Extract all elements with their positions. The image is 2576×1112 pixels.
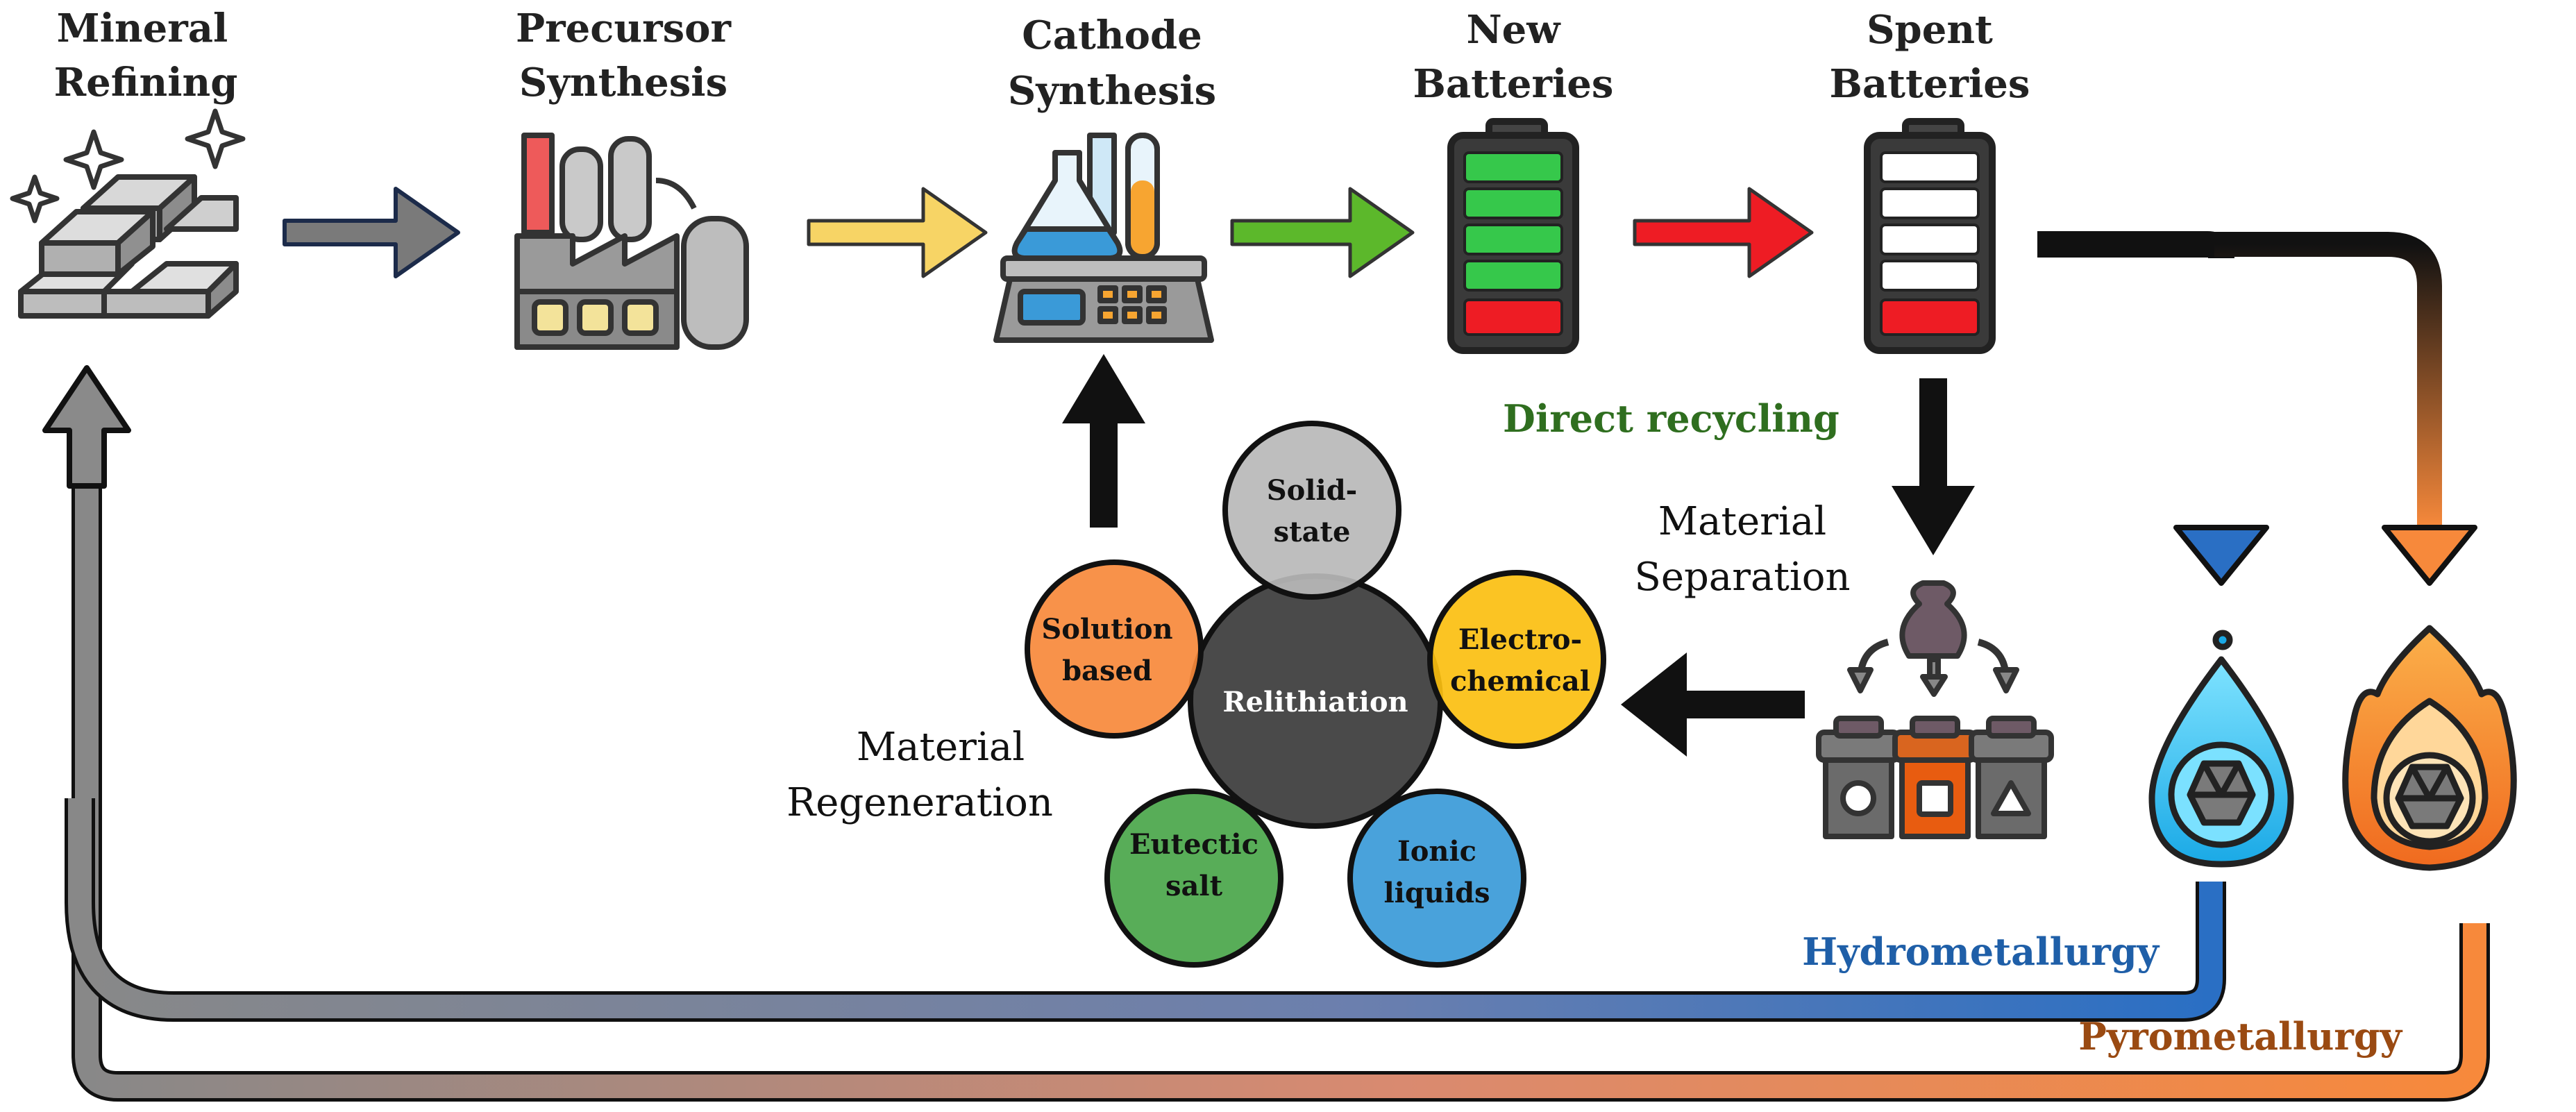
- sparkle-icons: [10, 108, 246, 224]
- split-line: [2037, 231, 2234, 260]
- sorting-bins-icon: [1816, 580, 2054, 839]
- title-mineral-refining-line2: Refining: [54, 60, 238, 106]
- title-precursor-synthesis: Precursor Synthesis: [516, 6, 732, 106]
- relithiation-label: Relithiation: [1222, 686, 1408, 718]
- pyro-branch: [2214, 232, 2442, 528]
- title-new-batteries: New Batteries: [1413, 7, 1614, 107]
- hydrometallurgy-label: Hydrometallurgy: [1802, 929, 2160, 974]
- ionic-liquids-line1: Ionic: [1397, 835, 1476, 868]
- ionic-liquids-line2: liquids: [1383, 877, 1490, 909]
- electrochemical-line1: Electro-: [1458, 623, 1582, 656]
- title-cathode-synthesis-line1: Cathode: [1022, 12, 1202, 58]
- empty-battery-icon: [1864, 118, 1996, 354]
- method-electrochemical: [1427, 570, 1606, 749]
- title-new-batteries-line1: New: [1466, 7, 1561, 53]
- solid-state-line1: Solid-: [1267, 474, 1358, 507]
- hydro-arrow-head: [2173, 525, 2269, 586]
- full-battery-icon: [1447, 118, 1579, 354]
- arrow-cathode-to-new: [1230, 187, 1415, 278]
- title-spent-batteries: Spent Batteries: [1830, 7, 2030, 107]
- method-solid-state: [1222, 421, 1401, 600]
- method-eutectic-salt: [1104, 789, 1283, 968]
- arrow-precursor-to-cathode: [807, 187, 988, 278]
- eutectic-salt-line1: Eutectic: [1129, 828, 1258, 861]
- title-cathode-synthesis: Cathode Synthesis: [1008, 12, 1216, 114]
- solid-state-line2: state: [1274, 516, 1351, 548]
- solution-based-line1: Solution: [1041, 613, 1172, 646]
- solution-based-line2: based: [1062, 655, 1152, 687]
- arrow-spent-to-separation: [1892, 378, 1975, 555]
- flame-icon: [2342, 625, 2517, 871]
- material-separation-line1: Material: [1658, 499, 1826, 544]
- arrow-new-to-spent: [1633, 187, 1814, 278]
- method-solution-based: [1025, 559, 1204, 739]
- material-regeneration-line1: Material: [857, 725, 1025, 770]
- factory-icon: [514, 133, 749, 350]
- title-mineral-refining-line1: Mineral: [57, 6, 228, 51]
- material-separation-line2: Separation: [1634, 555, 1850, 600]
- material-regeneration-line2: Regeneration: [786, 780, 1053, 825]
- eutectic-salt-line2: salt: [1165, 870, 1223, 902]
- title-cathode-synthesis-line2: Synthesis: [1008, 68, 1216, 114]
- lab-scale-flask-icon: [993, 133, 1214, 343]
- electrochemical-line2: chemical: [1450, 665, 1590, 698]
- method-ionic-liquids: [1347, 789, 1526, 968]
- water-drop-icon: [2148, 630, 2294, 868]
- arrow-regeneration-to-cathode: [1062, 354, 1145, 528]
- title-precursor-synthesis-line1: Precursor: [516, 6, 732, 51]
- title-spent-batteries-line2: Batteries: [1830, 61, 2030, 107]
- title-mineral-refining: Mineral Refining: [54, 6, 238, 106]
- title-spent-batteries-line1: Spent: [1867, 7, 1993, 53]
- title-precursor-synthesis-line2: Synthesis: [519, 60, 727, 106]
- metal-ingots-icon: [18, 174, 239, 319]
- arrow-separation-to-regeneration: [1621, 652, 1805, 757]
- return-arrow-head: [42, 365, 131, 489]
- pyro-arrow-head: [2382, 525, 2477, 586]
- relithiation-cluster: [1025, 421, 1606, 968]
- pyrometallurgy-label: Pyrometallurgy: [2078, 1014, 2402, 1059]
- title-new-batteries-line2: Batteries: [1413, 61, 1614, 107]
- arrow-refining-to-precursor: [283, 187, 460, 278]
- direct-recycling-label: Direct recycling: [1503, 396, 1840, 441]
